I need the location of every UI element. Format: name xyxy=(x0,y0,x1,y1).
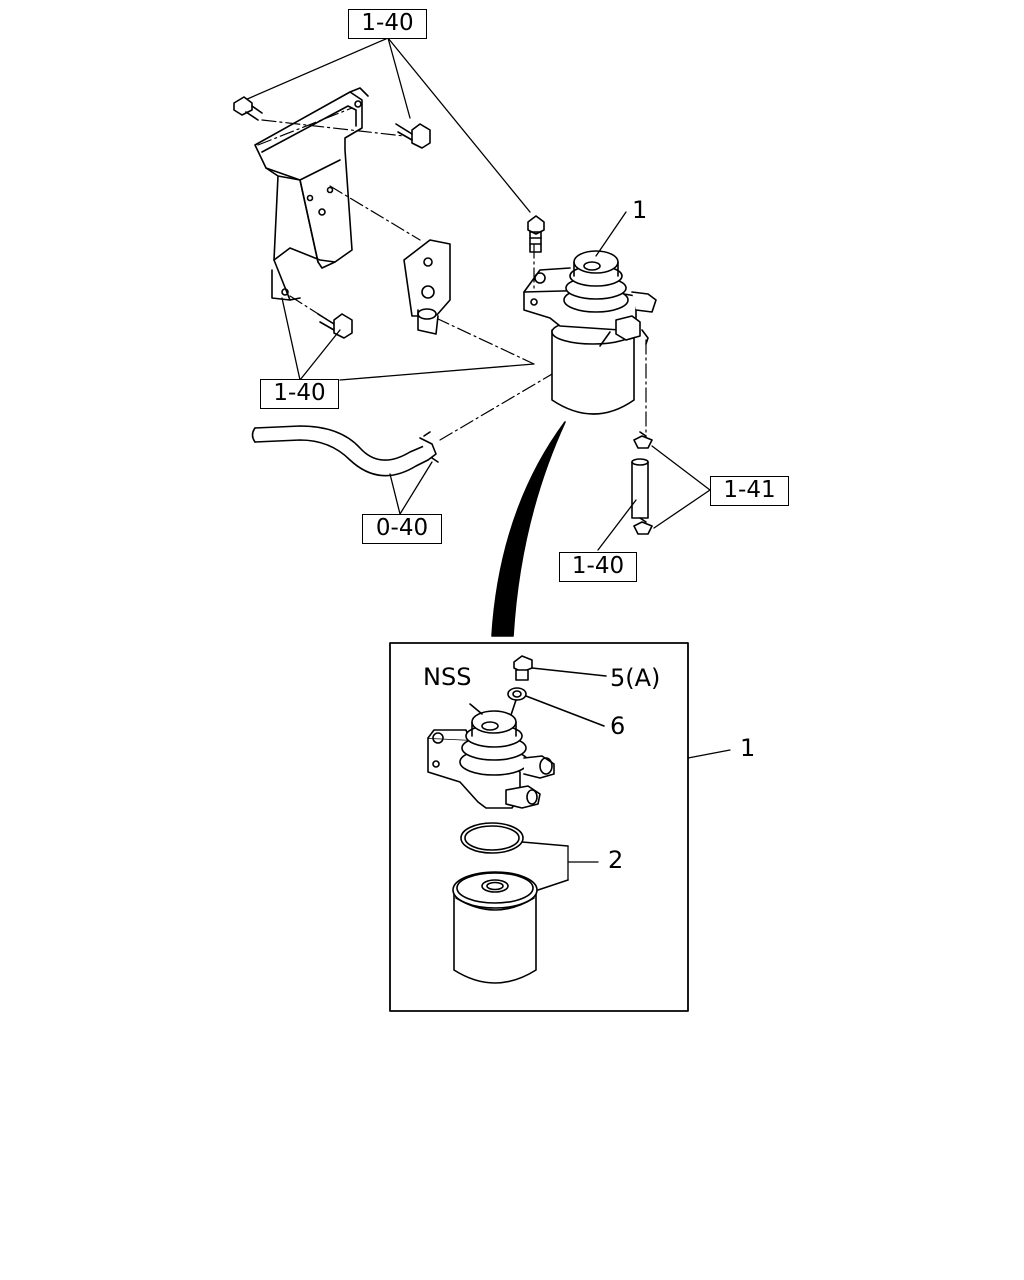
leader-lines-right xyxy=(595,211,711,551)
filter-head-detail xyxy=(427,703,555,809)
short-pipe xyxy=(631,458,649,519)
fuel-filter-assembly-upper xyxy=(523,250,657,415)
detail-callout-arrow xyxy=(491,421,566,637)
leader-lines-element xyxy=(567,749,731,881)
filter-mount-bracket xyxy=(403,239,451,335)
bolt-top-left xyxy=(233,96,263,121)
hose-clip-upper xyxy=(633,431,653,449)
filter-head-bolt xyxy=(527,215,545,253)
mounting-bracket xyxy=(254,87,369,301)
filter-element xyxy=(452,871,569,984)
part-number-element: 2 xyxy=(608,846,624,874)
reference-callout-hose: 0-40 xyxy=(362,514,442,544)
head-note-nss: NSS xyxy=(423,663,472,691)
fuel-hose xyxy=(251,425,439,477)
part-number-assembly-detail: 1 xyxy=(740,734,756,762)
part-number-plug: 5(A) xyxy=(610,664,661,692)
reference-callout-pipe: 1-40 xyxy=(559,552,637,582)
part-number-washer: 6 xyxy=(610,712,626,740)
plug-part xyxy=(513,655,607,681)
reference-callout-clip: 1-41 xyxy=(710,476,789,506)
bolt-top-right xyxy=(395,123,431,149)
leader-lines-left xyxy=(281,297,535,381)
reference-callout-top: 1-40 xyxy=(348,9,427,39)
reference-callout-left: 1-40 xyxy=(260,379,339,409)
leader-lines-top xyxy=(244,37,531,213)
o-ring xyxy=(460,822,569,854)
detail-view-frame xyxy=(389,642,689,1012)
leader-lines-hose xyxy=(389,461,433,515)
part-number-assembly-upper: 1 xyxy=(632,196,648,224)
bolt-lower-left xyxy=(317,313,353,339)
hose-clip-lower xyxy=(633,517,653,535)
